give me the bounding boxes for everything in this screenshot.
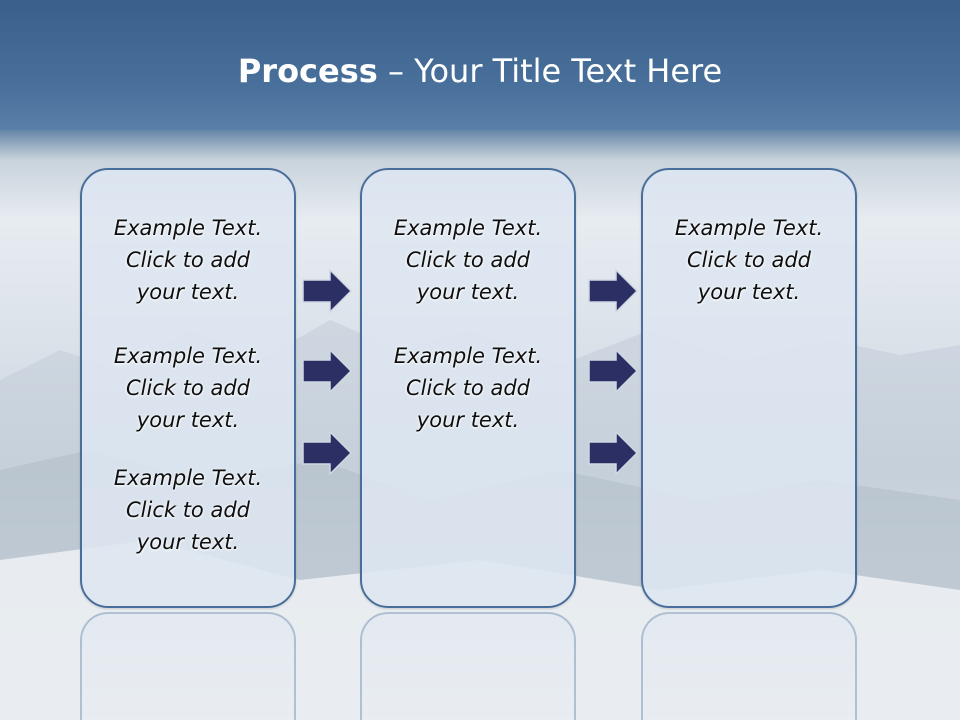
text-placeholder[interactable]: Example Text. Click to add your text. xyxy=(80,212,296,308)
title-rest: – Your Title Text Here xyxy=(377,52,723,90)
process-panel-3: Example Text. Click to add your text. xyxy=(641,168,857,608)
right-arrow-icon xyxy=(588,431,638,475)
text-line: your text. xyxy=(136,408,240,432)
text-line: your text. xyxy=(136,530,240,554)
text-line: Click to add xyxy=(405,248,530,272)
title-bar xyxy=(0,0,960,130)
title-bold: Process xyxy=(237,52,378,90)
text-line: Click to add xyxy=(125,498,250,522)
panel-reflection xyxy=(360,612,576,720)
text-line: your text. xyxy=(416,408,520,432)
text-placeholder[interactable]: Example Text. Click to add your text. xyxy=(80,462,296,558)
text-line: your text. xyxy=(416,280,520,304)
process-panel-1: Example Text. Click to add your text. Ex… xyxy=(80,168,296,608)
text-line: Example Text. xyxy=(674,216,824,240)
slide-title[interactable]: Process – Your Title Text Here xyxy=(0,52,960,90)
process-panel-2: Example Text. Click to add your text. Ex… xyxy=(360,168,576,608)
right-arrow-icon xyxy=(302,431,352,475)
right-arrow-icon xyxy=(302,269,352,313)
text-placeholder[interactable]: Example Text. Click to add your text. xyxy=(641,212,857,308)
text-line: your text. xyxy=(136,280,240,304)
right-arrow-icon xyxy=(302,349,352,393)
text-line: Example Text. xyxy=(113,344,263,368)
text-line: Click to add xyxy=(125,376,250,400)
text-line: your text. xyxy=(697,280,801,304)
text-line: Example Text. xyxy=(113,466,263,490)
text-line: Example Text. xyxy=(393,216,543,240)
text-line: Click to add xyxy=(125,248,250,272)
text-line: Example Text. xyxy=(113,216,263,240)
right-arrow-icon xyxy=(588,349,638,393)
text-line: Example Text. xyxy=(393,344,543,368)
right-arrow-icon xyxy=(588,269,638,313)
text-placeholder[interactable]: Example Text. Click to add your text. xyxy=(80,340,296,436)
panel-reflection xyxy=(641,612,857,720)
text-line: Click to add xyxy=(686,248,811,272)
text-placeholder[interactable]: Example Text. Click to add your text. xyxy=(360,212,576,308)
text-line: Click to add xyxy=(405,376,530,400)
text-placeholder[interactable]: Example Text. Click to add your text. xyxy=(360,340,576,436)
panel-reflection xyxy=(80,612,296,720)
